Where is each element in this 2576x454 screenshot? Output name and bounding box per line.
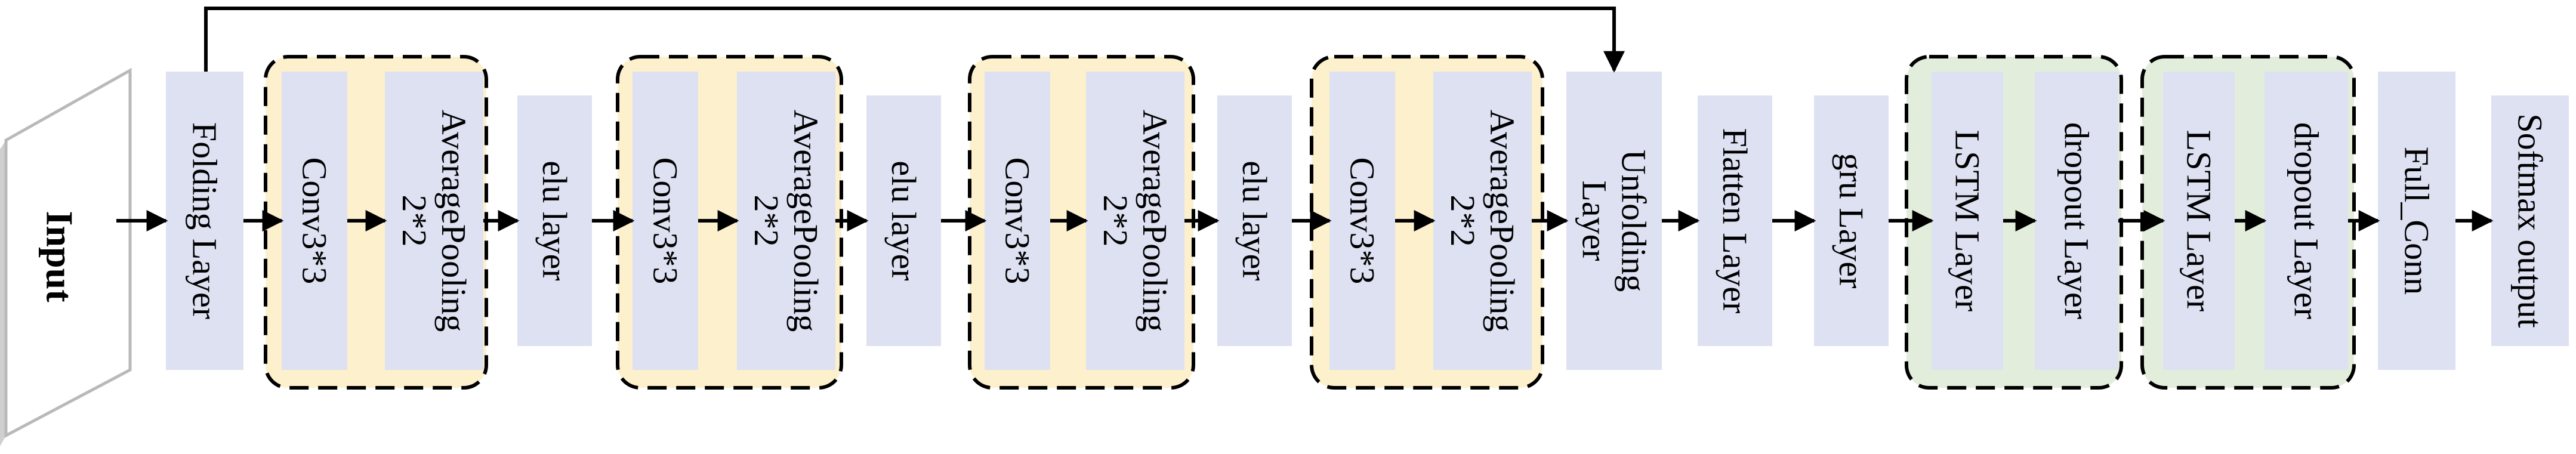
layer-label: gru Layer bbox=[1832, 153, 1871, 288]
layer-rect bbox=[1433, 72, 1532, 370]
layer-label: Softmax output bbox=[2511, 113, 2550, 328]
gru-layer-box: gru Layer bbox=[1814, 95, 1889, 346]
layer-label: elu layer bbox=[884, 160, 923, 280]
layer-label: LSTM Layer bbox=[2180, 130, 2219, 311]
skip-connection-arrow bbox=[204, 7, 1625, 73]
layer-label: elu layer bbox=[1235, 160, 1274, 280]
input-face bbox=[4, 67, 132, 438]
elu3-layer-box: elu layer bbox=[1217, 95, 1292, 346]
input-block: Input bbox=[0, 67, 132, 446]
conv1-layer-box: Conv3*3 bbox=[282, 72, 347, 370]
layer-label: Unfolding bbox=[1615, 150, 1653, 292]
elu1-layer-box: elu layer bbox=[517, 95, 592, 346]
layer-rect bbox=[1086, 72, 1184, 370]
layer-label: Flatten Layer bbox=[1716, 128, 1754, 314]
layer-label: Full_Conn bbox=[2398, 147, 2436, 295]
layer-label: Conv3*3 bbox=[998, 157, 1037, 285]
layer-rect bbox=[1566, 72, 1662, 370]
layer-rect bbox=[2378, 72, 2455, 370]
layer-rect bbox=[985, 72, 1050, 370]
flatten-layer-box: Flatten Layer bbox=[1698, 95, 1772, 346]
layer-label: Conv3*3 bbox=[295, 157, 334, 285]
layer-rect bbox=[2265, 72, 2348, 370]
layer-label: Layer bbox=[1575, 180, 1614, 261]
layer-rect bbox=[166, 72, 243, 370]
layer-rect bbox=[1698, 95, 1772, 346]
layer-label: 2*2 bbox=[395, 195, 434, 247]
layer-rect bbox=[2163, 72, 2235, 370]
layer-label: AveragePooling bbox=[1136, 110, 1174, 332]
layer-rect bbox=[517, 95, 592, 346]
layer-label: LSTM Layer bbox=[1948, 130, 1987, 311]
layer-label: 2*2 bbox=[1096, 195, 1135, 247]
layer-rect bbox=[1932, 72, 2003, 370]
dropout1-layer-box: dropout Layer bbox=[2035, 72, 2118, 370]
layer-rect bbox=[737, 72, 835, 370]
folding-layer-box: Folding Layer bbox=[166, 72, 243, 370]
layer-label: dropout Layer bbox=[2057, 122, 2096, 319]
layer-label: AveragePooling bbox=[434, 110, 473, 332]
layer-rect bbox=[385, 72, 483, 370]
softmax-layer-box: Softmax output bbox=[2491, 95, 2569, 346]
layer-label: dropout Layer bbox=[2287, 122, 2326, 319]
layer-rect bbox=[2491, 95, 2569, 346]
full-conn-layer-box: Full_Conn bbox=[2378, 72, 2455, 370]
layer-label: Conv3*3 bbox=[1343, 157, 1382, 285]
layer-rect bbox=[633, 72, 698, 370]
layer-rect bbox=[1329, 72, 1395, 370]
layer-label: AveragePooling bbox=[786, 110, 825, 332]
conv2-layer-box: Conv3*3 bbox=[633, 72, 698, 370]
layer-label: 2*2 bbox=[1443, 195, 1482, 247]
layer-label: elu layer bbox=[535, 160, 574, 280]
lstm2-layer-box: LSTM Layer bbox=[2163, 72, 2235, 370]
lstm1-layer-box: LSTM Layer bbox=[1932, 72, 2003, 370]
elu2-layer-box: elu layer bbox=[866, 95, 941, 346]
layer-label: Conv3*3 bbox=[646, 157, 685, 285]
layer-rect bbox=[2035, 72, 2118, 370]
layer-label: Folding Layer bbox=[186, 122, 224, 319]
layer-rect bbox=[1217, 95, 1292, 346]
conv4-layer-box: Conv3*3 bbox=[1329, 72, 1395, 370]
dropout2-layer-box: dropout Layer bbox=[2265, 72, 2348, 370]
layer-rect bbox=[1814, 95, 1889, 346]
layer-label: 2*2 bbox=[747, 195, 786, 247]
conv3-layer-box: Conv3*3 bbox=[985, 72, 1050, 370]
input-label: Input bbox=[39, 211, 81, 303]
layer-rect bbox=[866, 95, 941, 346]
layer-rect bbox=[282, 72, 347, 370]
layer-label: AveragePooling bbox=[1483, 110, 1522, 332]
